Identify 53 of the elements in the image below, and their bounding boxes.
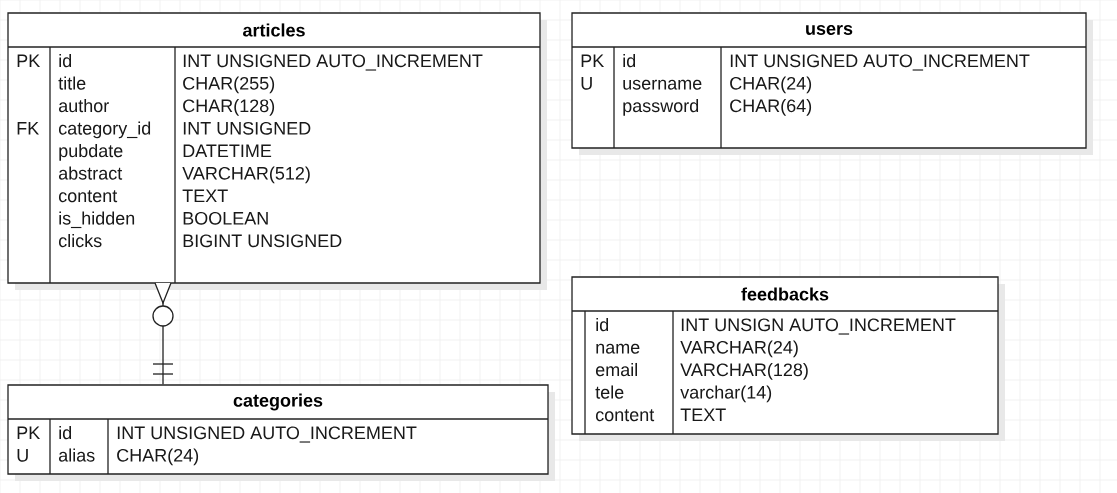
column-name: category_id <box>58 121 151 139</box>
table-box <box>7 12 547 290</box>
column-type: VARCHAR(128) <box>680 362 808 380</box>
column-type: TEXT <box>182 189 228 202</box>
column-type: INT UNSIGNED <box>183 121 311 135</box>
column-name: title <box>58 76 86 90</box>
key-label: PK <box>17 54 40 67</box>
column-name: content <box>58 190 118 203</box>
column-name: author <box>58 98 109 113</box>
column-type: BOOLEAN <box>183 211 268 225</box>
column-type: VARCHAR(24) <box>680 340 798 358</box>
column-type: varchar(14) <box>680 385 772 403</box>
column-type: INT UNSIGNED AUTO_INCREMENT <box>730 54 1030 71</box>
column-name: alias <box>58 448 95 462</box>
table-title: categories <box>233 393 323 411</box>
column-type: CHAR(128) <box>183 98 275 116</box>
column-name: username <box>623 79 702 90</box>
column-type: CHAR(64) <box>730 98 812 116</box>
column-name: abstract <box>58 166 123 180</box>
key-label: PK <box>581 54 604 67</box>
column-name: content <box>595 409 655 422</box>
table-title: articles <box>243 23 305 37</box>
table-title: users <box>806 25 853 35</box>
column-type: VARCHAR(512) <box>182 166 310 184</box>
key-label: FK <box>17 122 39 135</box>
column-name: name <box>596 343 640 354</box>
relationship-line <box>152 282 174 385</box>
column-type: TEXT <box>680 408 726 421</box>
column-name: tele <box>595 385 624 399</box>
key-label: U <box>17 449 28 462</box>
column-type: CHAR(24) <box>117 448 199 466</box>
column-name: clicks <box>58 233 102 248</box>
column-name: id <box>59 425 72 440</box>
table-box <box>571 276 1005 441</box>
column-type: DATETIME <box>183 144 272 157</box>
column-type: CHAR(255) <box>183 76 275 94</box>
column-name: email <box>595 362 637 377</box>
column-name: id <box>596 317 609 332</box>
table-title: feedbacks <box>741 287 829 301</box>
column-type: INT UNSIGN AUTO_INCREMENT <box>681 318 956 335</box>
column-type: CHAR(24) <box>730 76 812 94</box>
column-type: BIGINT UNSIGNED <box>183 234 342 248</box>
key-label: U <box>581 77 592 90</box>
column-type: INT UNSIGNED AUTO_INCREMENT <box>183 54 483 71</box>
column-name: is_hidden <box>59 211 135 229</box>
table-box <box>7 384 555 481</box>
column-name: id <box>623 53 636 68</box>
table-box <box>571 12 1093 155</box>
column-name: pubdate <box>59 143 123 161</box>
column-name: password <box>623 98 699 116</box>
column-type: INT UNSIGNED AUTO_INCREMENT <box>117 426 417 443</box>
column-name: id <box>59 53 72 68</box>
key-label: PK <box>17 426 40 439</box>
